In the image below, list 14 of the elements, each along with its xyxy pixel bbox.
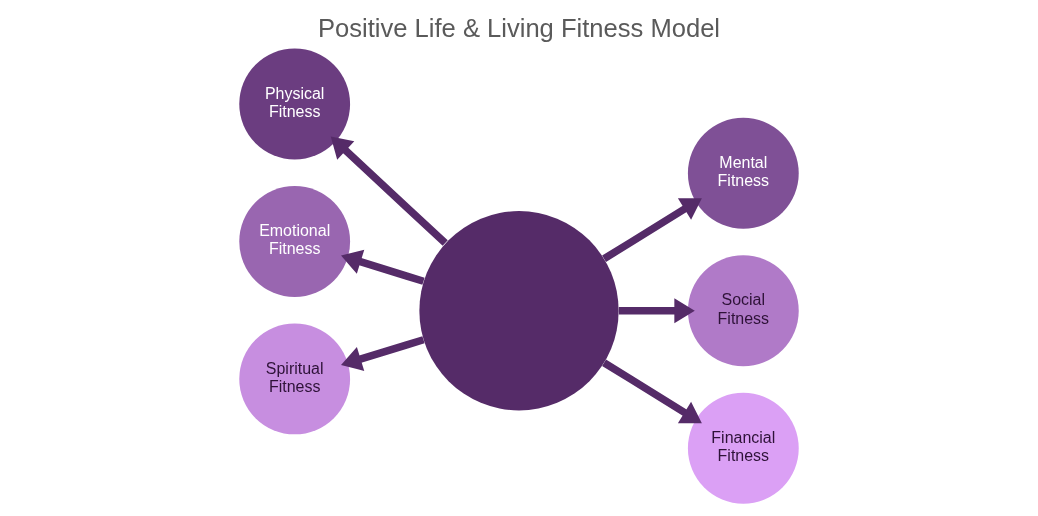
diagram-title: Positive Life & Living Fitness Model: [317, 14, 721, 43]
node-circle: Emotional Fitness: [239, 186, 351, 297]
arrow: [602, 359, 702, 424]
node-circle: Physical Fitness: [239, 48, 351, 160]
node-circle: [419, 211, 619, 411]
arrow: [618, 298, 695, 324]
node-circle: Financial Fitness: [687, 392, 799, 504]
arrow: [602, 198, 702, 262]
arrow: [330, 136, 448, 246]
node-circle: Spiritual Fitness: [239, 323, 351, 435]
node-circle: Social Fitness: [687, 255, 799, 367]
arrow: [341, 249, 425, 285]
node-circle: Mental Fitness: [687, 117, 799, 229]
arrow: [341, 336, 425, 372]
